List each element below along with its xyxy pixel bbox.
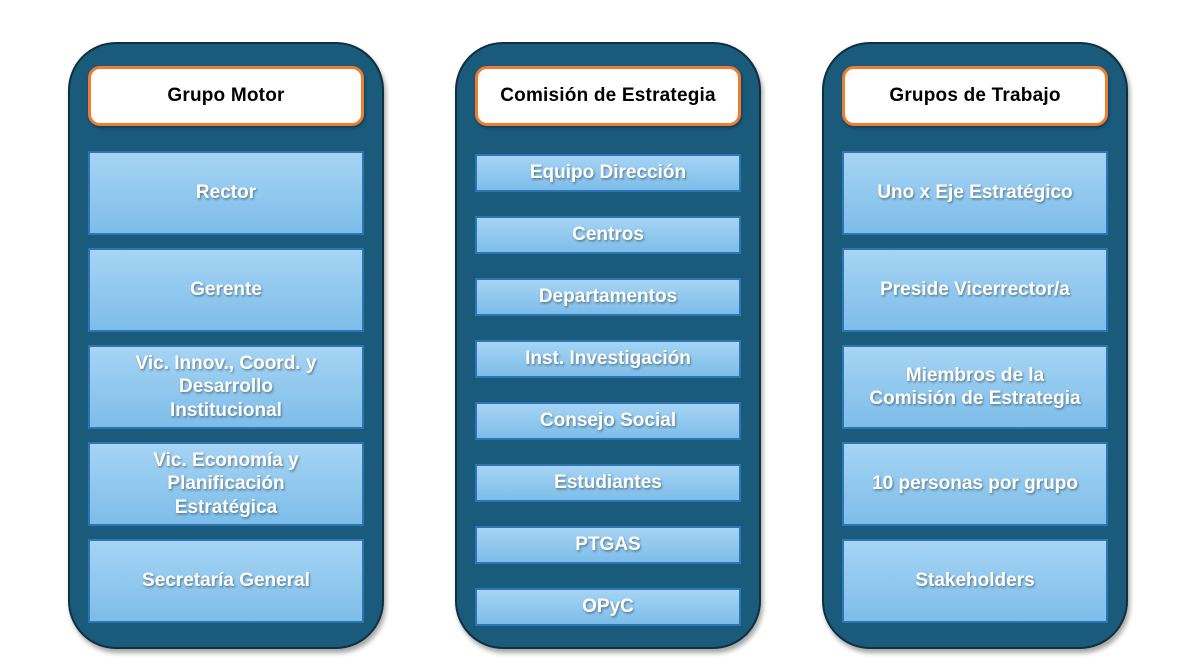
org-item: Inst. Investigación: [475, 340, 741, 378]
column-header: Comisión de Estrategia: [475, 66, 741, 126]
org-item: OPyC: [475, 588, 741, 626]
org-item: Miembros de la Comisión de Estrategia: [842, 345, 1108, 429]
org-item: Preside Vicerrector/a: [842, 248, 1108, 332]
org-item: Centros: [475, 216, 741, 254]
org-item: Gerente: [88, 248, 364, 332]
org-item: Vic. Innov., Coord. y Desarrollo Institu…: [88, 345, 364, 429]
column-header: Grupo Motor: [88, 66, 364, 126]
org-item: Stakeholders: [842, 539, 1108, 623]
column-header-title: Grupos de Trabajo: [889, 85, 1061, 106]
org-item: Vic. Economía y Planificación Estratégic…: [88, 442, 364, 526]
org-item: Secretaría General: [88, 539, 364, 623]
org-item: Rector: [88, 151, 364, 235]
column-header: Grupos de Trabajo: [842, 66, 1108, 126]
column-header-title: Grupo Motor: [167, 85, 285, 106]
org-item: Departamentos: [475, 278, 741, 316]
org-item: Equipo Dirección: [475, 154, 741, 192]
org-item: 10 personas por grupo: [842, 442, 1108, 526]
org-item: PTGAS: [475, 526, 741, 564]
org-item: Uno x Eje Estratégico: [842, 151, 1108, 235]
column-header-title: Comisión de Estrategia: [500, 85, 716, 106]
org-item: Estudiantes: [475, 464, 741, 502]
org-item: Consejo Social: [475, 402, 741, 440]
